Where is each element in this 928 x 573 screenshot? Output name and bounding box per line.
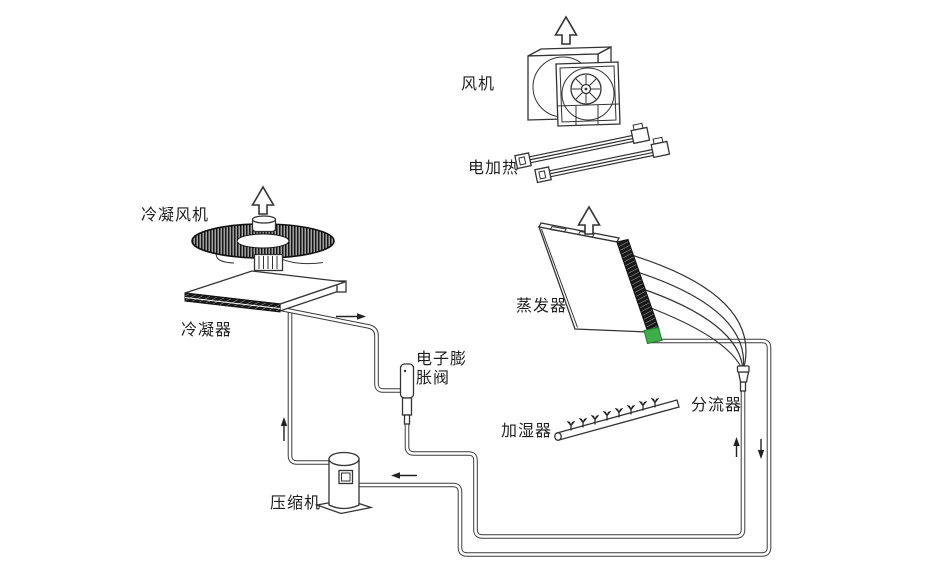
expansion-valve-label: 电子膨 胀阀 xyxy=(416,349,467,387)
fan-label: 风机 xyxy=(461,74,496,93)
evaporator-label: 蒸发器 xyxy=(516,296,568,315)
flow-arrow-condenser-to-eev-icon xyxy=(336,313,366,320)
flow-arrow-compressor-discharge-up-icon xyxy=(280,417,288,441)
condenser-fan-airflow-arrow-icon xyxy=(251,186,275,215)
condenser-fan-hub xyxy=(251,215,277,233)
pipe-liquid-eev-to-distributor xyxy=(404,385,746,539)
distributor-drawing xyxy=(736,365,750,392)
heater-label: 电加热 xyxy=(468,158,520,177)
condenser-fan-motor xyxy=(253,253,284,272)
pipe-discharge-compressor-to-condenser xyxy=(287,308,335,465)
humidifier-drawing xyxy=(554,397,680,441)
expansion-valve-drawing xyxy=(399,363,415,425)
fan-airflow-arrow-icon xyxy=(554,16,578,45)
compressor-label: 压缩机 xyxy=(270,493,322,512)
condenser-fan-drawing xyxy=(191,215,335,272)
fan-unit-drawing xyxy=(527,45,621,127)
distributor-label: 分流器 xyxy=(691,395,743,414)
condenser-fan-label: 冷凝风机 xyxy=(141,205,210,224)
expansion-valve-label-line2: 胀阀 xyxy=(416,368,451,387)
evaporator-airflow-arrow-icon xyxy=(577,206,601,235)
flow-arrow-to-distributor-up-icon xyxy=(733,437,740,457)
compressor-drawing xyxy=(314,451,374,515)
pipe-condenser-to-expansion-valve xyxy=(278,306,404,393)
flow-arrow-suction-left-icon xyxy=(391,472,417,479)
electric-heater-drawing xyxy=(514,122,671,184)
condenser-label: 冷凝器 xyxy=(181,320,233,339)
evaporator-drawing xyxy=(538,222,663,345)
expansion-valve-label-line1: 电子膨 xyxy=(416,349,468,368)
capillary-tubes xyxy=(624,252,747,372)
condenser-drawing xyxy=(184,270,347,313)
fan-wheel xyxy=(570,73,602,105)
humidifier-label: 加湿器 xyxy=(501,421,553,440)
flow-arrow-from-evaporator-down-icon xyxy=(757,439,765,459)
pipe-suction-evaporator-to-compressor xyxy=(349,338,772,557)
evaporator-header-connector xyxy=(643,326,663,345)
